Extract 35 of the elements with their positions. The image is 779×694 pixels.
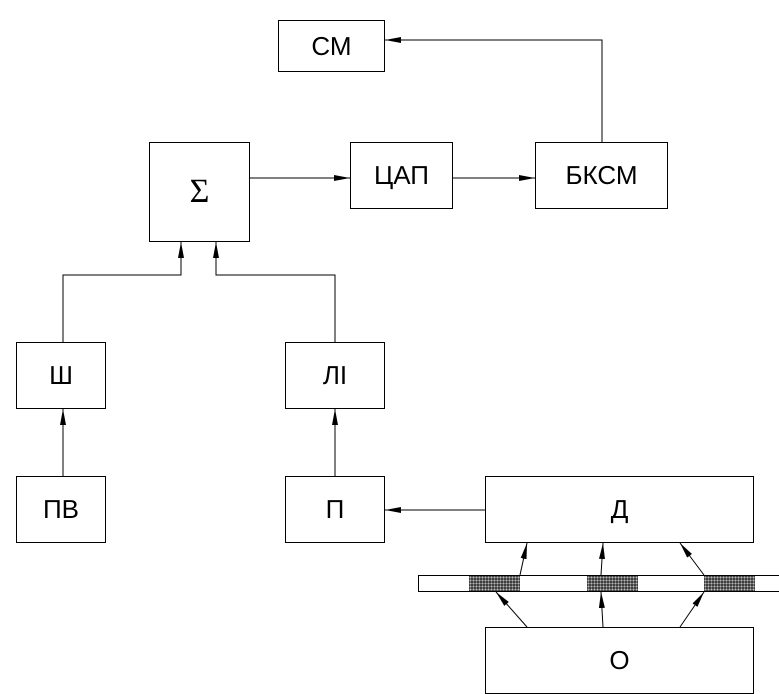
block-label: О	[609, 645, 630, 676]
arrow	[520, 542, 528, 576]
block-label: БКСМ	[565, 160, 638, 191]
arrow	[250, 175, 350, 181]
block-label: Д	[610, 494, 628, 525]
slotted-strip	[418, 575, 779, 592]
arrow	[384, 507, 486, 513]
block-box	[485, 627, 754, 694]
block-box	[285, 476, 385, 543]
arrow	[680, 592, 704, 628]
block-label: ПВ	[42, 494, 80, 525]
block-label: ЦАП	[374, 160, 429, 191]
arrow	[598, 592, 605, 628]
arrow	[384, 37, 602, 142]
arrow	[599, 542, 605, 576]
block-box	[535, 142, 668, 209]
block-box	[278, 20, 385, 72]
arrow	[452, 175, 536, 181]
block-box	[485, 476, 754, 543]
arrow	[332, 408, 338, 476]
arrow	[496, 592, 528, 628]
block-box	[16, 342, 106, 409]
block-label: СМ	[311, 30, 352, 62]
block-box	[16, 476, 106, 543]
block-box	[149, 142, 250, 242]
block-label: Σ	[190, 173, 210, 211]
arrow	[680, 542, 704, 576]
block-box	[285, 342, 385, 409]
block-label: ЛІ	[322, 360, 348, 391]
block-label: Ш	[49, 360, 73, 391]
block-box	[350, 142, 453, 209]
arrow	[60, 408, 66, 476]
arrow	[62, 242, 184, 342]
arrow	[213, 242, 336, 342]
block-label: П	[326, 494, 344, 525]
